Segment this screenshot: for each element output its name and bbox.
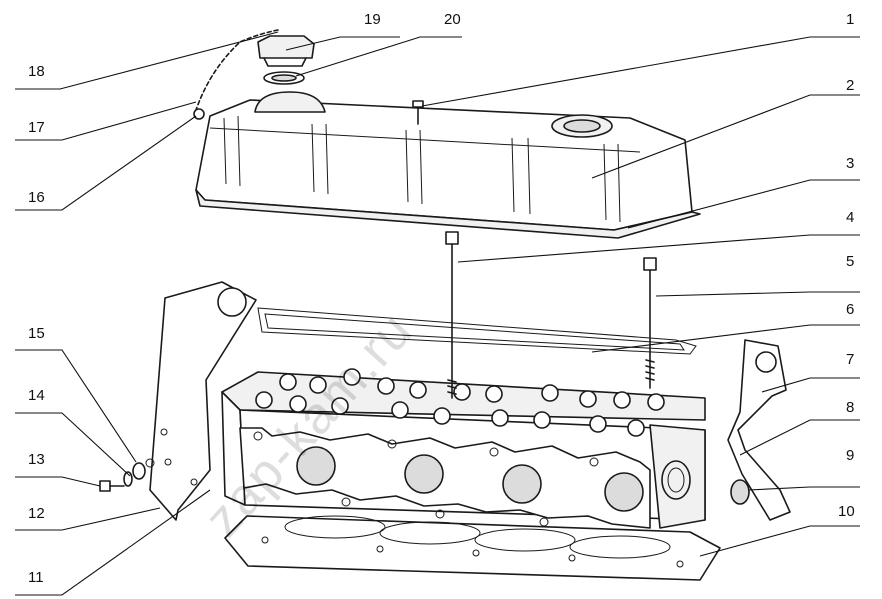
callout-4: 4 [846,209,854,226]
callout-14: 14 [28,387,45,404]
callout-17: 17 [28,119,45,136]
callout-1: 1 [846,11,854,28]
callout-10: 10 [838,503,855,520]
valve-caps-row [255,368,665,437]
valve-cover-gasket [257,307,697,355]
callout-3: 3 [846,155,854,172]
filler-cap [257,35,315,85]
callout-5: 5 [846,253,854,270]
fasteners [99,100,424,492]
callout-12: 12 [28,505,45,522]
head-bolts [445,231,657,399]
callout-15: 15 [28,325,45,342]
callout-20: 20 [444,11,461,28]
callout-7: 7 [846,351,854,368]
callout-8: 8 [846,399,854,416]
cap-chain [193,29,279,120]
callout-18: 18 [28,63,45,80]
valve-cover [195,91,701,239]
cylinder-head [221,368,750,529]
callout-9: 9 [846,447,854,464]
lifting-bracket-right [727,339,791,521]
lifting-bracket-left [149,281,257,521]
callout-labels: 1 2 3 4 5 6 7 8 9 10 11 12 13 14 15 16 1… [28,11,855,586]
callout-13: 13 [28,451,45,468]
head-gasket [224,515,721,581]
callout-11: 11 [28,569,44,586]
callout-16: 16 [28,189,45,206]
callout-19: 19 [364,11,381,28]
callout-6: 6 [846,301,854,318]
leader-lines [15,31,860,596]
callout-2: 2 [846,77,854,94]
